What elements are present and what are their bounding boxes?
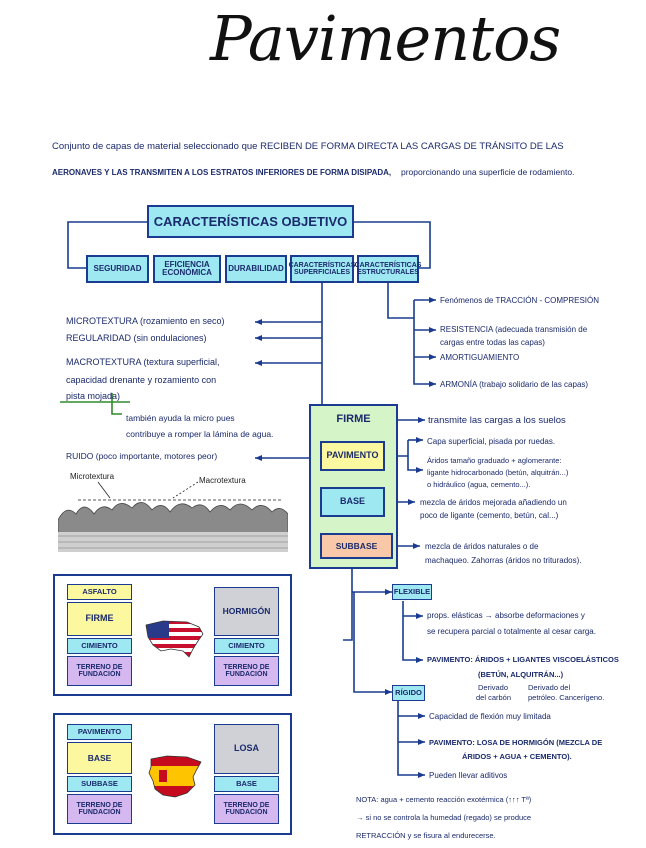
green-note-1: también ayuda la micro pues xyxy=(126,413,235,423)
base-desc-1: mezcla de áridos mejorada añadiendo un xyxy=(420,498,567,507)
rigido-r4: Pueden llevar aditivos xyxy=(429,771,508,780)
spain-base: BASE xyxy=(67,742,132,774)
rigido-box: RÍGIDO xyxy=(392,685,425,701)
flexible-p3: PAVIMENTO: ÁRIDOS + LIGANTES VISCOELÁSTI… xyxy=(427,655,619,664)
pav-desc-3: ligante hidrocarbonado (betún, alquitrán… xyxy=(427,468,569,477)
char-eficiencia: EFICIENCIA ECONÓMICA xyxy=(153,255,221,283)
nota-1: NOTA: agua + cemento reacción exotérmica… xyxy=(356,795,532,804)
spain-terreno: TERRENO DE FUNDACIÓN xyxy=(67,794,132,824)
pav-desc-4: o hidráulico (agua, cemento...). xyxy=(427,480,531,489)
nota-3: RETRACCIÓN y se fisura al endurecerse. xyxy=(356,831,496,840)
estructural-2b: cargas entre todas las capas) xyxy=(440,338,545,347)
microtextura-label: Microtextura xyxy=(70,472,115,481)
char-superficiales: CARACTERÍSTICAS SUPERFICIALES xyxy=(289,255,355,283)
char-durabilidad: DURABILIDAD xyxy=(225,255,287,283)
base-desc-2: poco de ligante (cemento, betún, cal...) xyxy=(420,511,559,520)
intro-line-1: Conjunto de capas de material selecciona… xyxy=(52,141,564,152)
usa-hormigon: HORMIGÓN xyxy=(214,587,279,636)
macrotextura-text-1: MACROTEXTURA (textura superficial, xyxy=(66,357,220,367)
flexible-p1: props. elásticas → absorbe deformaciones… xyxy=(427,611,585,620)
char-seguridad: SEGURIDAD xyxy=(86,255,149,283)
usa-asfalto: ASFALTO xyxy=(67,584,132,600)
macrotextura-label: Macrotextura xyxy=(199,476,246,485)
usa-flag-map-icon xyxy=(145,620,204,658)
intro-line-2a: AERONAVES Y LAS TRANSMITEN A LOS ESTRATO… xyxy=(52,168,392,177)
spain-pavimento: PAVIMENTO xyxy=(67,724,132,740)
macrotextura-text-2: capacidad drenante y rozamiento con xyxy=(66,375,217,385)
derivado-carbon-1: Derivado xyxy=(478,683,509,692)
base-box: BASE xyxy=(320,487,385,517)
macrotextura-text-3: pista mojada) xyxy=(66,391,121,401)
derivado-petroleo-2: petróleo. Cancerígeno. xyxy=(528,693,605,702)
spain-subbase: SUBBASE xyxy=(67,776,132,792)
flexible-p4: (BETÚN, ALQUITRÁN...) xyxy=(478,670,564,679)
estructural-3: AMORTIGUAMIENTO xyxy=(440,353,520,362)
usa-terreno: TERRENO DE FUNDACIÓN xyxy=(67,656,132,686)
rigido-r1: Capacidad de flexión muy limitada xyxy=(429,712,551,721)
flexible-p2: se recupera parcial o totalmente al cesa… xyxy=(427,627,596,636)
ruido-text: RUIDO (poco importante, motores peor) xyxy=(66,451,218,461)
spain-base-rigid: BASE xyxy=(214,776,279,792)
pavimento-box: PAVIMENTO xyxy=(320,441,385,471)
subbase-desc-1: mezcla de áridos naturales o de xyxy=(425,542,539,551)
microtextura-text: MICROTEXTURA (rozamiento en seco) xyxy=(66,316,225,326)
texture-illustration: Microtextura Macrotextura xyxy=(58,472,288,552)
flexible-box: FLEXIBLE xyxy=(392,584,432,600)
intro-line-2b: proporcionando una superficie de rodamie… xyxy=(401,167,575,177)
estructural-1: Fenómenos de TRACCIÓN - COMPRESIÓN xyxy=(440,296,600,305)
usa-terreno-rigid: TERRENO DE FUNDACIÓN xyxy=(214,656,279,686)
usa-firme: FIRME xyxy=(67,602,132,636)
usa-panel xyxy=(53,574,292,696)
spain-losa: LOSA xyxy=(214,724,279,774)
regularidad-text: REGULARIDAD (sin ondulaciones) xyxy=(66,333,207,343)
firme-desc: transmite las cargas a los suelos xyxy=(428,415,566,426)
subbase-box: SUBBASE xyxy=(320,533,393,559)
usa-cimiento-rigid: CIMIENTO xyxy=(214,638,279,654)
spain-flag-map-icon xyxy=(148,755,202,798)
estructural-2a: RESISTENCIA (adecuada transmisión de xyxy=(440,325,588,334)
nota-2: → si no se controla la humedad (regado) … xyxy=(356,813,532,822)
estructural-4: ARMONÍA (trabajo solidario de las capas) xyxy=(440,380,589,389)
rigido-r2: PAVIMENTO: LOSA DE HORMIGÓN (MEZCLA DE xyxy=(429,738,603,747)
green-note-2: contribuye a romper la lámina de agua. xyxy=(126,429,274,439)
spain-panel xyxy=(53,713,292,835)
pav-desc-2: Áridos tamaño graduado + aglomerante: xyxy=(427,456,562,465)
derivado-carbon-2: del carbón xyxy=(476,693,512,702)
caracteristicas-header: CARACTERÍSTICAS OBJETIVO xyxy=(147,205,354,238)
usa-cimiento: CIMIENTO xyxy=(67,638,132,654)
subbase-desc-2: machaqueo. Zahorras (áridos no triturado… xyxy=(425,556,582,565)
pav-desc-1: Capa superficial, pisada por ruedas. xyxy=(427,437,556,446)
char-estructurales: CARACTERÍSTICAS ESTRUCTURALES xyxy=(355,255,421,283)
derivado-petroleo-1: Derivado del xyxy=(528,683,571,692)
rigido-r3: ÁRIDOS + AGUA + CEMENTO). xyxy=(462,752,572,761)
spain-terreno-rigid: TERRENO DE FUNDACIÓN xyxy=(214,794,279,824)
